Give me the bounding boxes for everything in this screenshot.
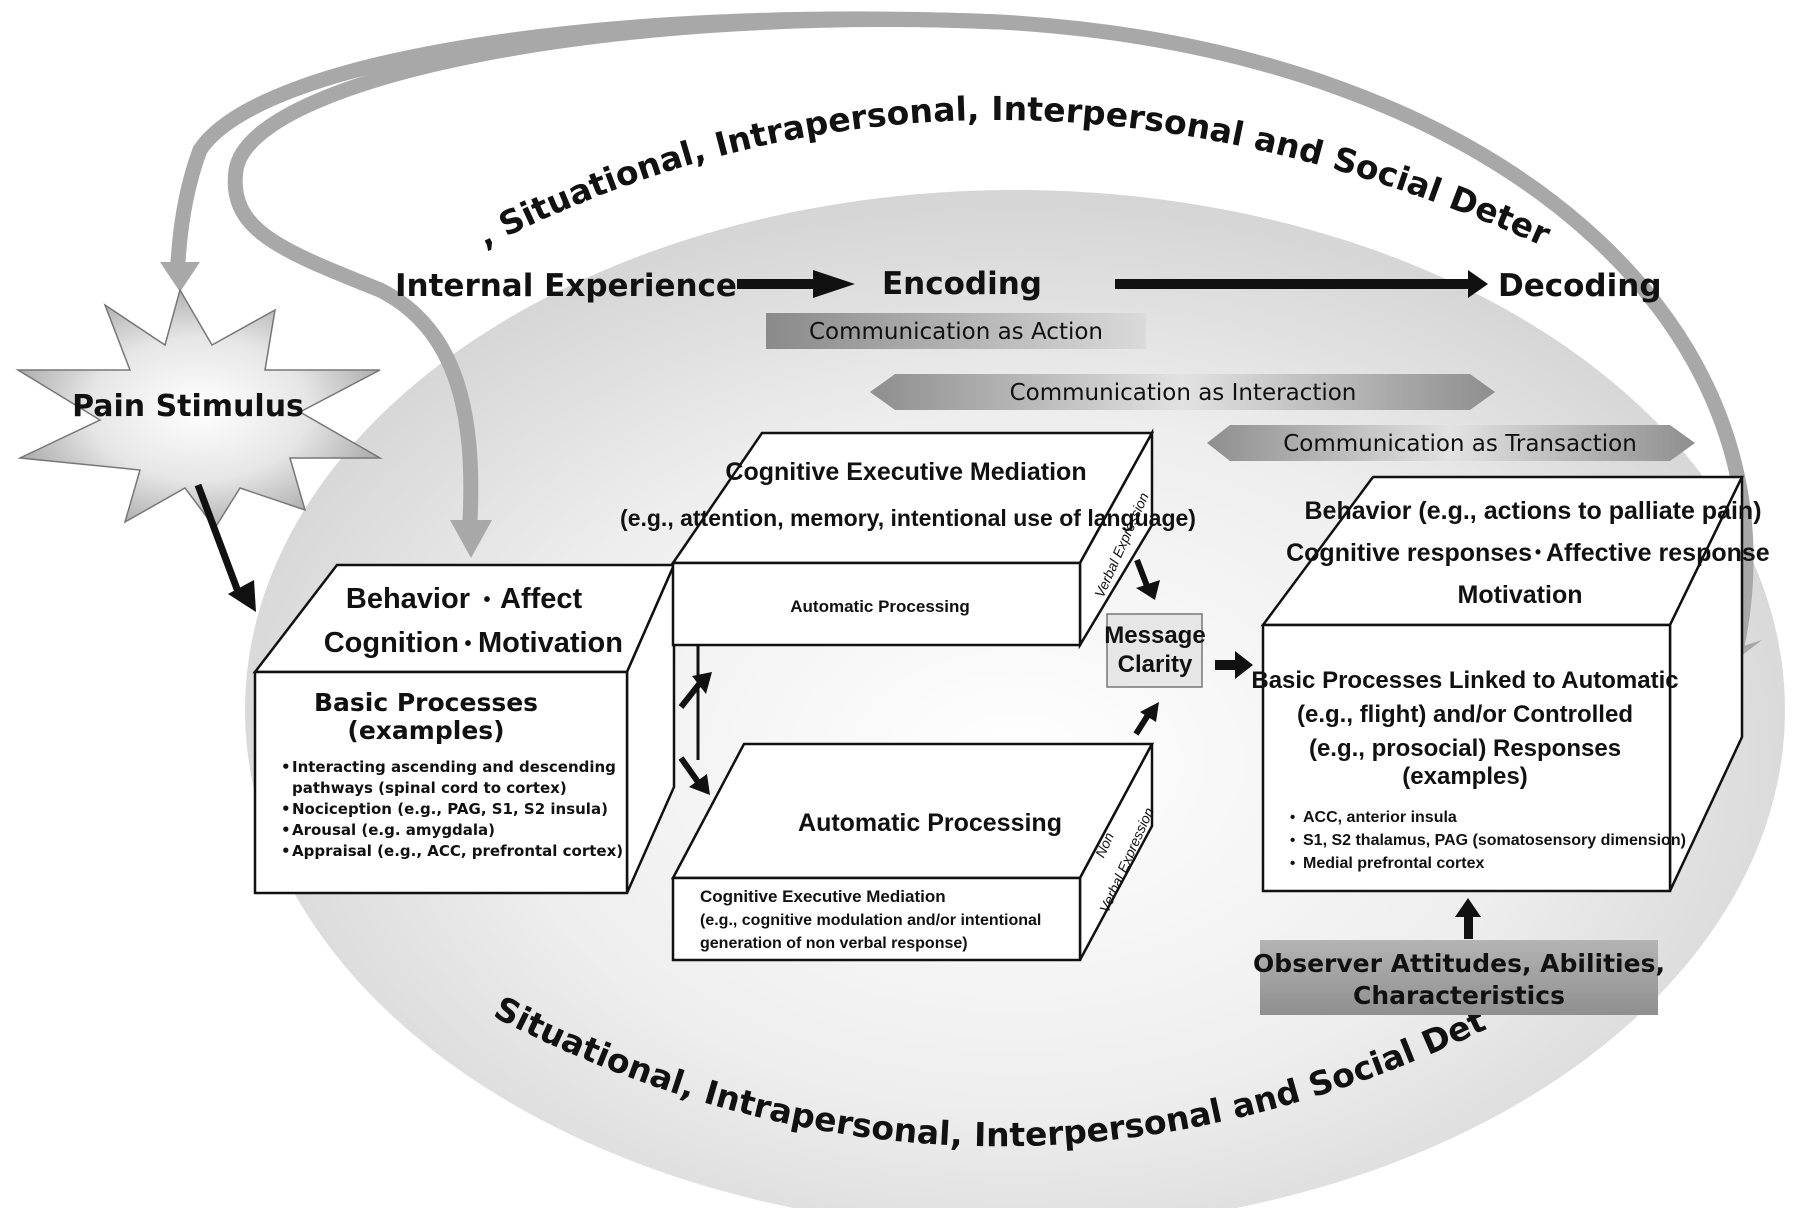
nonverbal-box [670, 742, 1155, 962]
nonverbal-front-line1: Cognitive Executive Mediation [700, 887, 946, 906]
right-top-line1: Behavior (e.g., actions to palliate pain… [1304, 497, 1761, 525]
stage-arrows [737, 270, 1488, 298]
observer-box [1260, 940, 1658, 1015]
right-front-line4: (examples) [1402, 763, 1527, 790]
pain-stimulus-label: Pain Stimulus [72, 389, 304, 424]
left-bullet-4: Appraisal (e.g., ACC, prefrontal cortex) [292, 842, 623, 860]
arrows-to-message [1133, 558, 1160, 736]
left-front-title1: Basic Processes [314, 688, 538, 717]
left-top-dot2: • [464, 633, 471, 655]
nonverbal-front-line3: generation of non verbal response) [700, 935, 968, 952]
stage-encoding: Encoding [882, 266, 1042, 302]
svg-text:•: • [1290, 855, 1295, 872]
verbal-box [670, 428, 1155, 650]
left-top-affect: Affect [500, 583, 583, 615]
arrow-message-to-right [1215, 651, 1253, 679]
right-bullets: • ACC, anterior insula • S1, S2 thalamus… [1290, 809, 1686, 872]
band-action [766, 313, 1146, 349]
left-top-motivation: Motivation [478, 627, 623, 659]
svg-text:•: • [281, 800, 291, 818]
right-front-line2: (e.g., flight) and/or Controlled [1297, 701, 1633, 728]
band-interaction [870, 374, 1495, 410]
right-bullet-1: ACC, anterior insula [1303, 809, 1457, 826]
arrow-stimulus-to-box [194, 483, 256, 612]
verbal-front-text: Automatic Processing [790, 597, 970, 616]
message-clarity-box [1106, 613, 1203, 688]
verbal-top-line1: Cognitive Executive Mediation [725, 458, 1086, 486]
message-clarity-line1: Message [1104, 622, 1205, 649]
left-bullet-2: Nociception (e.g., PAG, S1, S2 insula) [292, 800, 608, 818]
right-top-dot: • [1535, 542, 1541, 562]
band-action-label: Communication as Action [809, 319, 1103, 345]
message-clarity-line2: Clarity [1118, 651, 1193, 678]
left-top-dot1: • [483, 589, 490, 611]
left-top-behavior: Behavior [346, 583, 470, 615]
nonverbal-top-text: Automatic Processing [798, 809, 1062, 837]
left-top-cognition: Cognition [324, 627, 459, 659]
right-top-affective: Affective response [1546, 539, 1770, 567]
right-front-line1: Basic Processes Linked to Automatic [1251, 667, 1678, 694]
stage-internal-experience: Internal Experience [395, 268, 737, 304]
band-transaction [1207, 425, 1695, 461]
right-bullet-2: S1, S2 thalamus, PAG (somatosensory dime… [1303, 832, 1686, 849]
svg-text:•: • [1290, 809, 1295, 826]
stage-decoding: Decoding [1498, 268, 1662, 304]
svg-text:•: • [281, 758, 291, 776]
right-bullet-3: Medial prefrontal cortex [1303, 855, 1484, 872]
branch-connector [678, 646, 712, 795]
right-top-motivation: Motivation [1458, 581, 1583, 609]
left-bullet-3: Arousal (e.g. amygdala) [292, 821, 495, 839]
left-bullet-1: Interacting ascending and descending [292, 758, 616, 776]
arrow-observer-to-right [1455, 898, 1481, 939]
feedback-arrow [170, 11, 1754, 663]
svg-text:•: • [281, 842, 291, 860]
nonverbal-front-line2: (e.g., cognitive modulation and/or inten… [700, 912, 1041, 929]
band-transaction-label: Communication as Transaction [1283, 431, 1637, 457]
verbal-top-line2: (e.g., attention, memory, intentional us… [620, 505, 1196, 531]
svg-text:•: • [1290, 832, 1295, 849]
left-bullets: • Interacting ascending and descending p… [281, 758, 623, 860]
band-interaction-label: Communication as Interaction [1010, 380, 1357, 406]
svg-text:•: • [281, 821, 291, 839]
right-front-line3: (e.g., prosocial) Responses [1309, 735, 1621, 762]
observer-line2: Characteristics [1353, 981, 1565, 1010]
right-box [1260, 475, 1744, 893]
left-box [252, 563, 676, 895]
left-front-title2: (examples) [347, 716, 504, 745]
left-bullet-1b: pathways (spinal cord to cortex) [292, 779, 567, 797]
right-top-cognitive: Cognitive responses [1286, 539, 1532, 567]
observer-line1: Observer Attitudes, Abilities, [1253, 949, 1665, 978]
